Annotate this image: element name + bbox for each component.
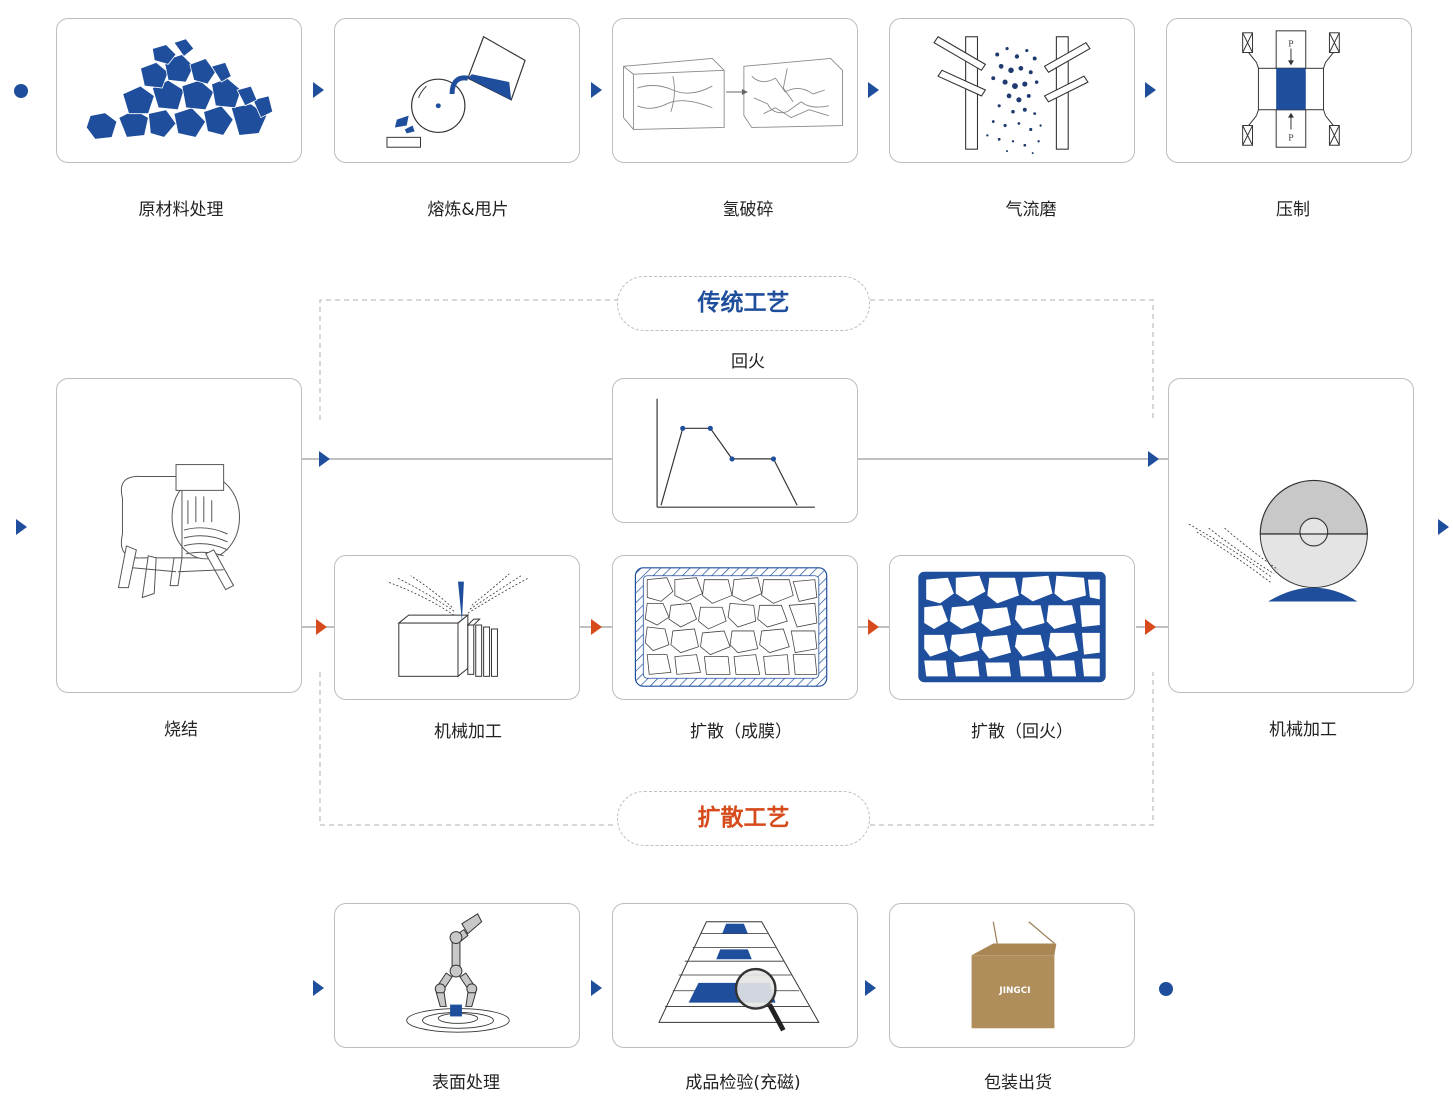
grain-boundary-diffusion-icon	[918, 571, 1106, 683]
arrow-right-icon	[591, 980, 602, 996]
crushed-ore-icon	[85, 38, 274, 140]
diffusion-route-title: 扩散工艺	[617, 791, 870, 846]
temperature-profile-icon	[656, 398, 815, 508]
step-card-inspection	[612, 903, 858, 1048]
flow-start-dot	[14, 84, 28, 98]
step-label-jetmill: 气流磨	[1005, 200, 1057, 220]
step-label-packaging: 包装出货	[984, 1073, 1052, 1093]
robot-arm-dip-icon	[406, 913, 510, 1033]
arrow-right-icon	[868, 82, 879, 98]
arrow-right-icon	[16, 519, 27, 535]
traditional-route-title: 传统工艺	[617, 276, 870, 331]
step-card-melting	[334, 18, 580, 163]
arrow-right-icon	[1145, 619, 1156, 635]
step-label-diffusion-film: 扩散（成膜）	[690, 722, 792, 742]
step-card-sinter	[56, 378, 302, 693]
jet-mill-icon	[933, 36, 1091, 155]
step-label-sinter: 烧结	[164, 720, 198, 740]
flow-end-dot	[1159, 982, 1173, 996]
step-label-inspection: 成品检验(充磁)	[685, 1073, 801, 1093]
step-card-press: P P	[1166, 18, 1412, 163]
arrow-right-icon	[591, 619, 602, 635]
arrow-right-icon	[865, 980, 876, 996]
step-card-diffusion-film	[612, 555, 858, 700]
step-label-machining-left: 机械加工	[434, 722, 502, 742]
step-label-press: 压制	[1276, 200, 1310, 220]
pressure-label-bottom: P	[1288, 133, 1294, 142]
arrow-right-icon	[591, 82, 602, 98]
step-card-raw-material	[56, 18, 302, 163]
arrow-right-icon	[319, 451, 330, 467]
brand-logo-text: JINGCI	[998, 986, 1030, 996]
step-card-hydrogen	[612, 18, 858, 163]
grain-coating-icon	[634, 567, 828, 687]
arrow-right-icon	[316, 619, 327, 635]
magnifier-inspection-icon	[658, 921, 820, 1032]
arrow-right-icon	[313, 82, 324, 98]
step-label-surface: 表面处理	[432, 1073, 500, 1093]
step-card-machining-right	[1168, 378, 1414, 693]
strip-casting-icon	[386, 35, 526, 148]
step-card-surface	[334, 903, 580, 1048]
step-card-packaging: JINGCI	[889, 903, 1135, 1048]
arrow-right-icon	[1438, 519, 1449, 535]
step-label-anneal: 回火	[731, 352, 765, 372]
step-label-diffusion-anneal: 扩散（回火）	[971, 722, 1073, 742]
arrow-right-icon	[1148, 451, 1159, 467]
arrow-right-icon	[868, 619, 879, 635]
step-label-hydrogen: 氢破碎	[722, 200, 774, 220]
step-card-jetmill	[889, 18, 1135, 163]
step-label-raw-material: 原材料处理	[138, 200, 224, 220]
step-label-melting: 熔炼&甩片	[427, 200, 509, 220]
step-card-diffusion-anneal	[889, 555, 1135, 700]
arrow-right-icon	[1145, 82, 1156, 98]
press-icon: P P	[1242, 30, 1340, 148]
hydrogen-decrepitation-icon	[623, 57, 843, 130]
pressure-label-top: P	[1288, 40, 1294, 49]
cardboard-box-icon: JINGCI	[971, 921, 1057, 1029]
step-label-machining-right: 机械加工	[1269, 720, 1337, 740]
step-card-anneal	[612, 378, 858, 523]
sintering-furnace-icon	[117, 464, 240, 599]
arrow-right-icon	[313, 980, 324, 996]
step-card-machining-left	[334, 555, 580, 700]
grinding-wheel-icon	[1188, 479, 1368, 602]
cutting-icon	[386, 573, 530, 678]
